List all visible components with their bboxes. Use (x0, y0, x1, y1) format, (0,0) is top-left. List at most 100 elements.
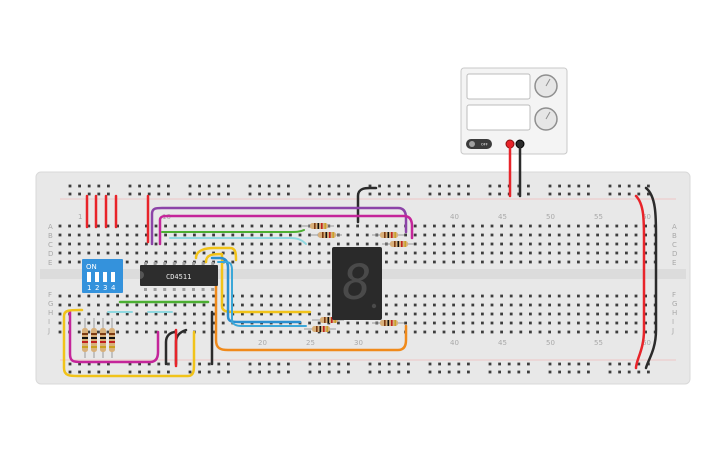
breadboard-hole[interactable] (116, 303, 119, 307)
breadboard-hole[interactable] (644, 312, 647, 316)
breadboard-hole[interactable] (116, 312, 119, 316)
breadboard-hole[interactable] (277, 184, 281, 188)
breadboard-hole[interactable] (498, 192, 501, 196)
breadboard-hole[interactable] (77, 330, 81, 334)
breadboard-hole[interactable] (413, 233, 417, 237)
breadboard-hole[interactable] (97, 312, 100, 316)
breadboard-hole[interactable] (125, 312, 129, 316)
breadboard-hole[interactable] (615, 330, 619, 334)
breadboard-hole[interactable] (634, 233, 638, 237)
breadboard-hole[interactable] (58, 330, 62, 334)
breadboard-hole[interactable] (269, 312, 273, 316)
breadboard-hole[interactable] (154, 233, 158, 237)
breadboard-hole[interactable] (164, 303, 167, 307)
breadboard-hole[interactable] (467, 192, 470, 196)
breadboard-hole[interactable] (447, 192, 451, 196)
breadboard-hole[interactable] (212, 224, 215, 228)
breadboard-hole[interactable] (442, 233, 446, 237)
breadboard-hole[interactable] (428, 362, 432, 366)
breadboard-hole[interactable] (442, 330, 446, 334)
breadboard-hole[interactable] (269, 330, 273, 334)
breadboard-hole[interactable] (397, 184, 401, 188)
breadboard-hole[interactable] (327, 330, 331, 334)
breadboard-hole[interactable] (248, 370, 252, 374)
breadboard-hole[interactable] (198, 362, 201, 366)
breadboard-hole[interactable] (413, 224, 417, 228)
breadboard-hole[interactable] (279, 251, 283, 255)
breadboard-hole[interactable] (608, 362, 612, 366)
breadboard-hole[interactable] (125, 260, 129, 264)
breadboard-hole[interactable] (145, 224, 148, 228)
breadboard-hole[interactable] (527, 192, 530, 196)
breadboard-hole[interactable] (413, 242, 417, 246)
breadboard-hole[interactable] (605, 233, 609, 237)
breadboard-hole[interactable] (586, 233, 590, 237)
breadboard-hole[interactable] (438, 184, 441, 188)
breadboard-hole[interactable] (154, 294, 158, 298)
breadboard-hole[interactable] (125, 294, 129, 298)
breadboard-hole[interactable] (68, 260, 71, 264)
breadboard-hole[interactable] (308, 312, 311, 316)
breadboard-hole[interactable] (500, 294, 503, 298)
breadboard-hole[interactable] (488, 362, 492, 366)
breadboard-hole[interactable] (164, 312, 167, 316)
breadboard-hole[interactable] (447, 184, 451, 188)
breadboard-hole[interactable] (442, 242, 446, 246)
breadboard-hole[interactable] (438, 192, 441, 196)
breadboard-hole[interactable] (68, 233, 71, 237)
breadboard-hole[interactable] (77, 251, 81, 255)
breadboard-hole[interactable] (586, 312, 590, 316)
breadboard-hole[interactable] (125, 233, 129, 237)
breadboard-hole[interactable] (490, 242, 494, 246)
breadboard-hole[interactable] (538, 242, 542, 246)
breadboard-hole[interactable] (423, 294, 427, 298)
breadboard-hole[interactable] (567, 294, 571, 298)
magenta-wire-bottom[interactable] (68, 310, 160, 364)
breadboard-hole[interactable] (378, 362, 381, 366)
breadboard-hole[interactable] (442, 260, 446, 264)
breadboard-hole[interactable] (260, 260, 263, 264)
breadboard-hole[interactable] (97, 224, 100, 228)
breadboard-hole[interactable] (87, 184, 91, 188)
breadboard-hole[interactable] (346, 330, 350, 334)
breadboard-hole[interactable] (107, 184, 110, 188)
breadboard-hole[interactable] (231, 330, 235, 334)
breadboard-hole[interactable] (567, 321, 571, 325)
breadboard-hole[interactable] (68, 184, 72, 188)
breadboard-hole[interactable] (529, 224, 532, 228)
breadboard-hole[interactable] (97, 303, 100, 307)
breadboard-hole[interactable] (490, 330, 494, 334)
resistor-top-1[interactable] (302, 223, 334, 229)
breadboard-hole[interactable] (387, 192, 391, 196)
breadboard-hole[interactable] (212, 321, 215, 325)
breadboard-hole[interactable] (438, 362, 441, 366)
breadboard-hole[interactable] (337, 224, 340, 228)
breadboard-hole[interactable] (500, 321, 503, 325)
breadboard-hole[interactable] (471, 303, 475, 307)
breadboard-hole[interactable] (457, 184, 461, 188)
breadboard-hole[interactable] (287, 362, 290, 366)
breadboard-hole[interactable] (433, 224, 436, 228)
breadboard-hole[interactable] (509, 251, 513, 255)
breadboard-hole[interactable] (548, 242, 551, 246)
breadboard-hole[interactable] (558, 192, 561, 196)
breadboard-hole[interactable] (519, 251, 523, 255)
breadboard-hole[interactable] (385, 224, 388, 228)
breadboard-hole[interactable] (625, 233, 628, 237)
breadboard-hole[interactable] (634, 303, 638, 307)
breadboard-hole[interactable] (519, 294, 523, 298)
breadboard-hole[interactable] (193, 242, 196, 246)
breadboard-hole[interactable] (202, 312, 206, 316)
breadboard-hole[interactable] (481, 224, 484, 228)
breadboard-hole[interactable] (481, 233, 484, 237)
breadboard-hole[interactable] (442, 312, 446, 316)
breadboard-hole[interactable] (538, 224, 542, 228)
breadboard-hole[interactable] (397, 362, 401, 366)
breadboard-hole[interactable] (618, 370, 621, 374)
purple-wire[interactable] (150, 206, 408, 246)
breadboard-hole[interactable] (548, 294, 551, 298)
breadboard-hole[interactable] (490, 224, 494, 228)
breadboard-hole[interactable] (413, 312, 417, 316)
breadboard-hole[interactable] (337, 184, 341, 188)
breadboard-hole[interactable] (356, 321, 359, 325)
